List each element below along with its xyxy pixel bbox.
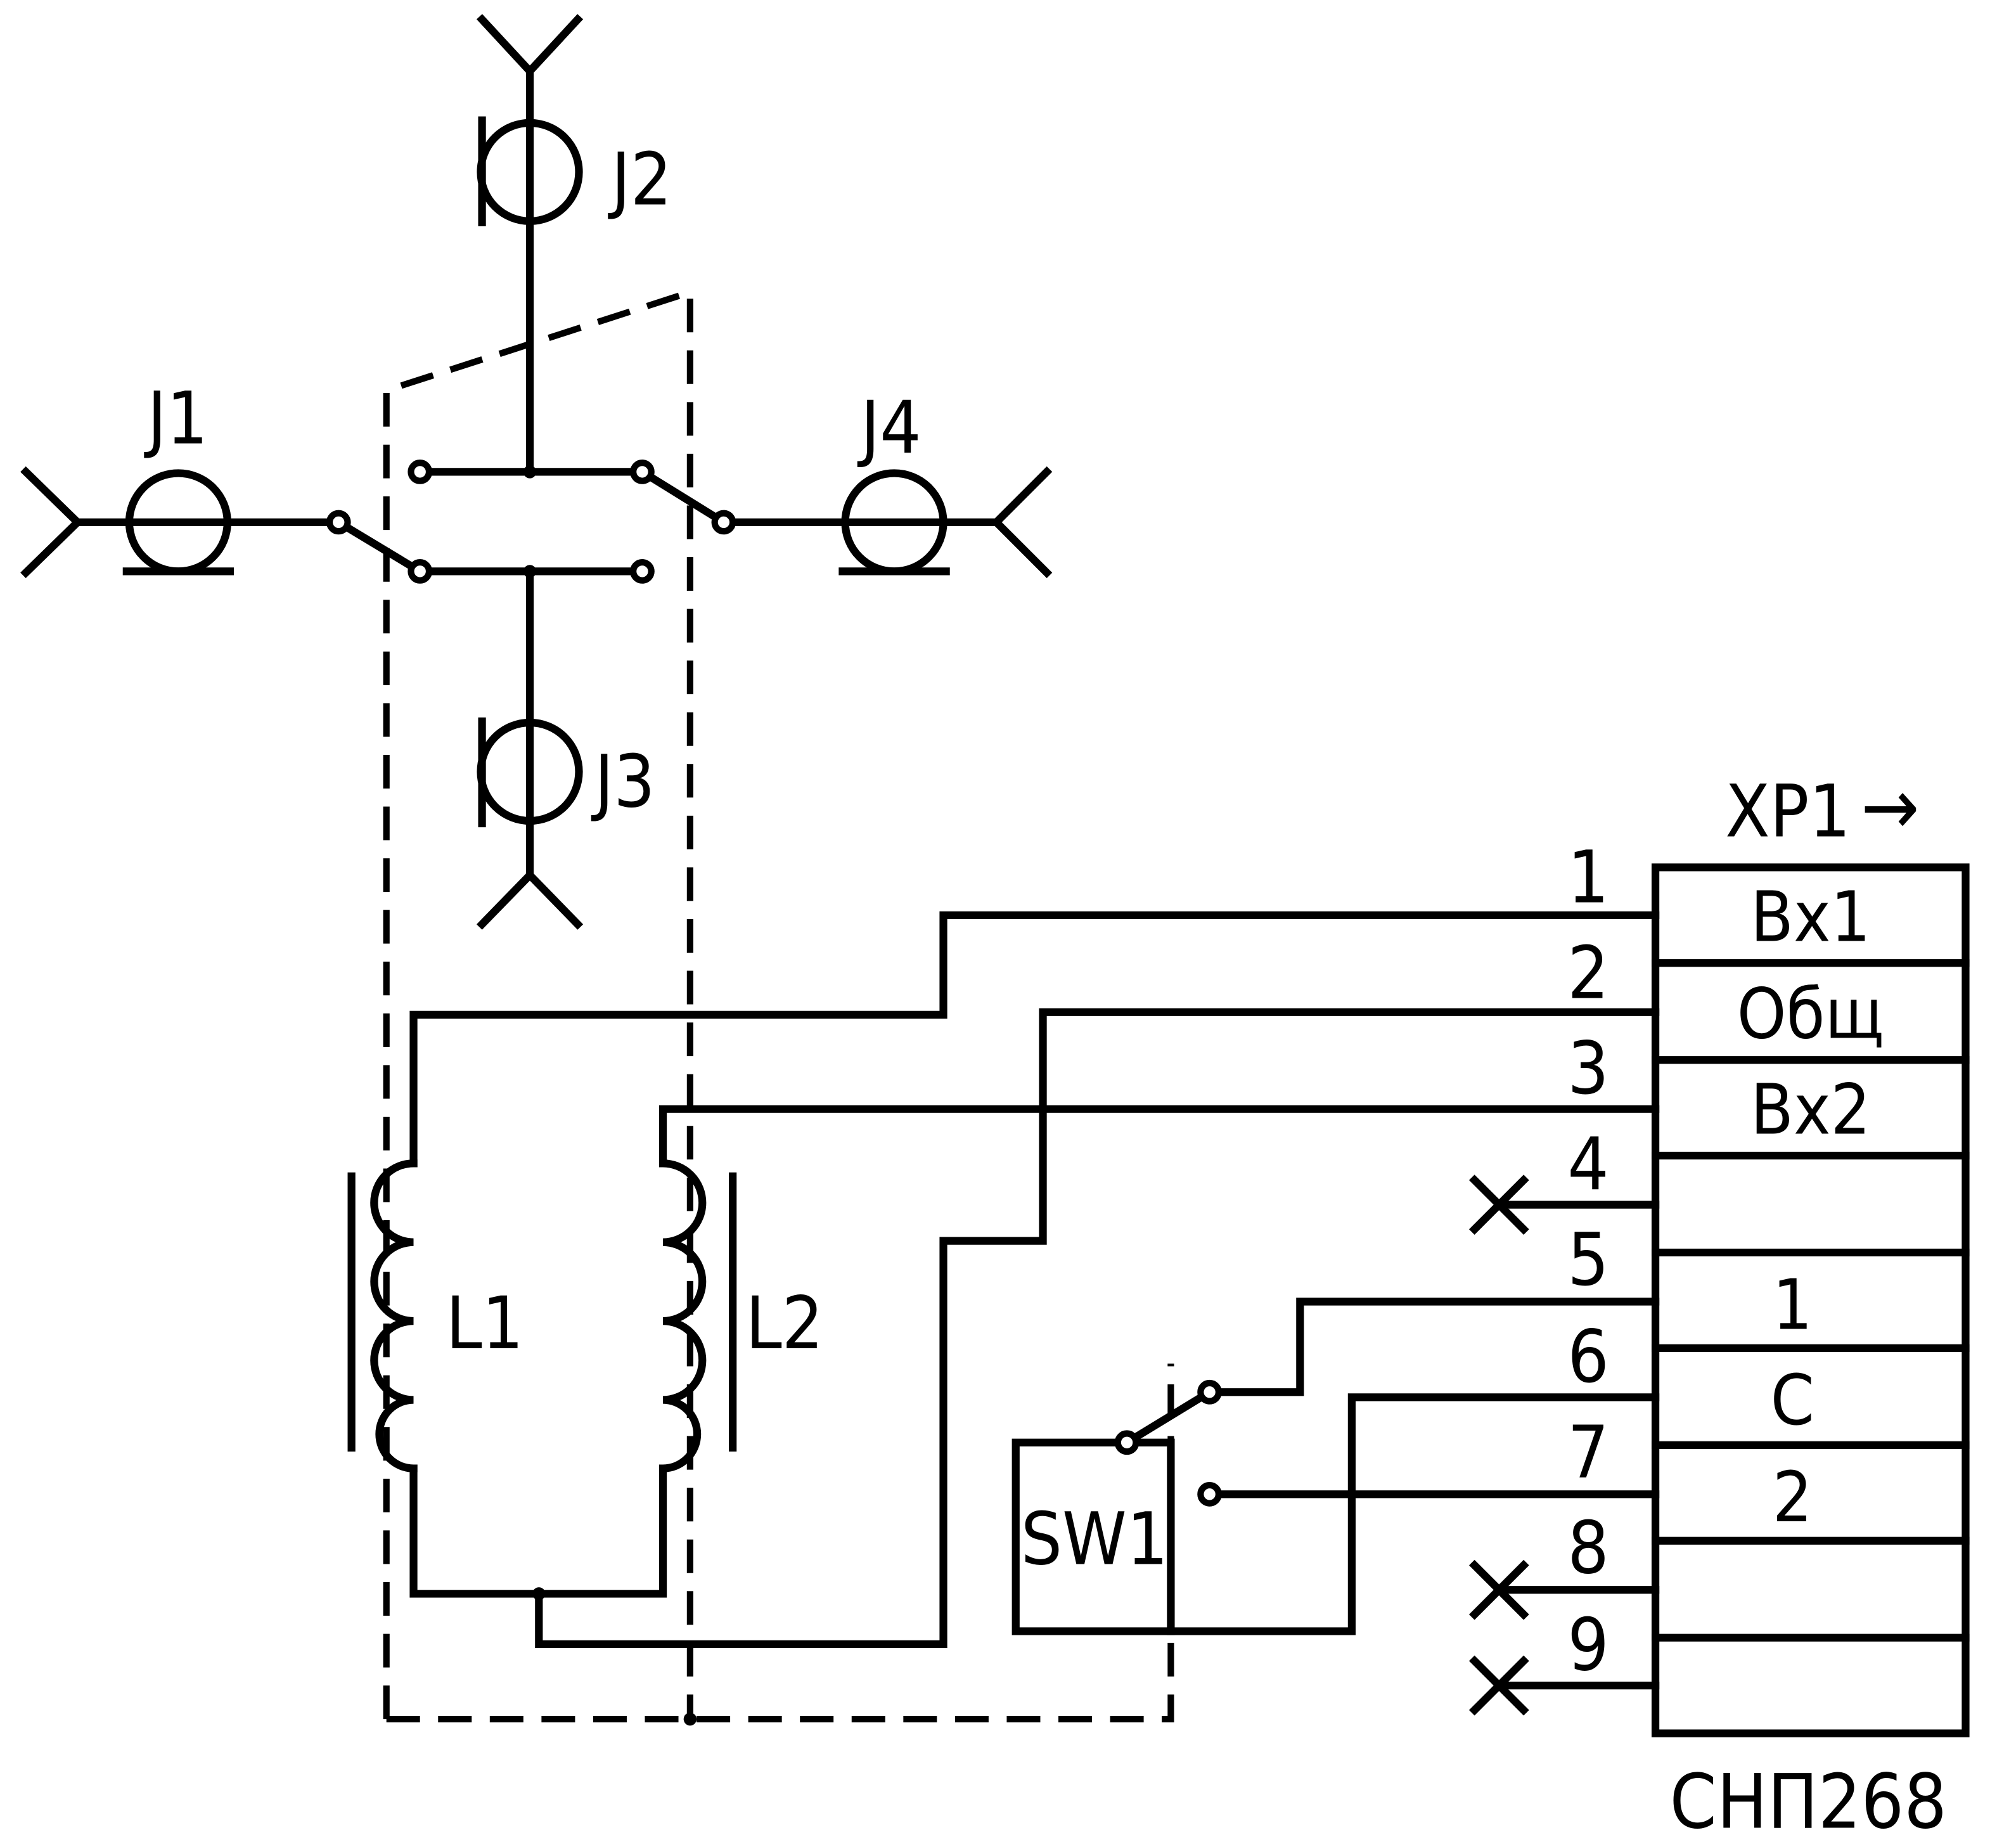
inductor-l1-label: L1: [446, 1281, 523, 1365]
jack-j1-label: J1: [143, 377, 208, 461]
connector-xp1: XP1 → 1 2 3 4 5 6 7 8 9 Вх1 Общ Вх2 1 С …: [1567, 761, 1970, 1842]
jack-j1: J1: [20, 377, 343, 579]
pin-label: 2: [1773, 1457, 1813, 1538]
pin-label: Общ: [1737, 974, 1884, 1055]
inductor-l2-label: L2: [746, 1281, 824, 1365]
pin-label: С: [1771, 1360, 1814, 1441]
jack-j4: J4: [719, 385, 1053, 579]
pin-label: 1: [1773, 1264, 1813, 1345]
pin-label: Вх2: [1750, 1069, 1871, 1150]
mechanical-linkage: [383, 287, 1174, 1726]
inductor-l1: L1: [347, 1159, 523, 1472]
unused-pins: [1468, 1175, 1660, 1716]
jack-j3-label: J3: [591, 740, 655, 824]
pin-number: 8: [1567, 1506, 1608, 1590]
switch-sw1: SW1: [1011, 1298, 1660, 1635]
pin-number: 5: [1567, 1218, 1608, 1302]
pin-number: 7: [1567, 1410, 1608, 1495]
jack-switch-contacts: [326, 460, 736, 584]
connector-name: XP1: [1725, 769, 1851, 853]
jack-j2-label: J2: [607, 137, 672, 221]
connector-part-number: СНП268: [1670, 1758, 1947, 1842]
pin-number: 4: [1567, 1122, 1608, 1206]
jack-j4-label: J4: [857, 385, 921, 470]
jack-j2: J2: [476, 14, 672, 476]
inductor-l2: L2: [658, 1159, 824, 1472]
pin-number: 9: [1567, 1603, 1608, 1687]
switch-sw1-label: SW1: [1021, 1497, 1168, 1581]
pin-number: 3: [1567, 1026, 1608, 1111]
pin-label: Вх1: [1750, 877, 1871, 958]
pin-number: 1: [1567, 835, 1608, 919]
connector-arrow: →: [1861, 761, 1919, 852]
inductor-wiring: [409, 911, 1660, 1648]
jack-j3: J3: [476, 567, 655, 930]
pin-number: 2: [1567, 931, 1608, 1015]
pin-number: 6: [1567, 1315, 1608, 1399]
